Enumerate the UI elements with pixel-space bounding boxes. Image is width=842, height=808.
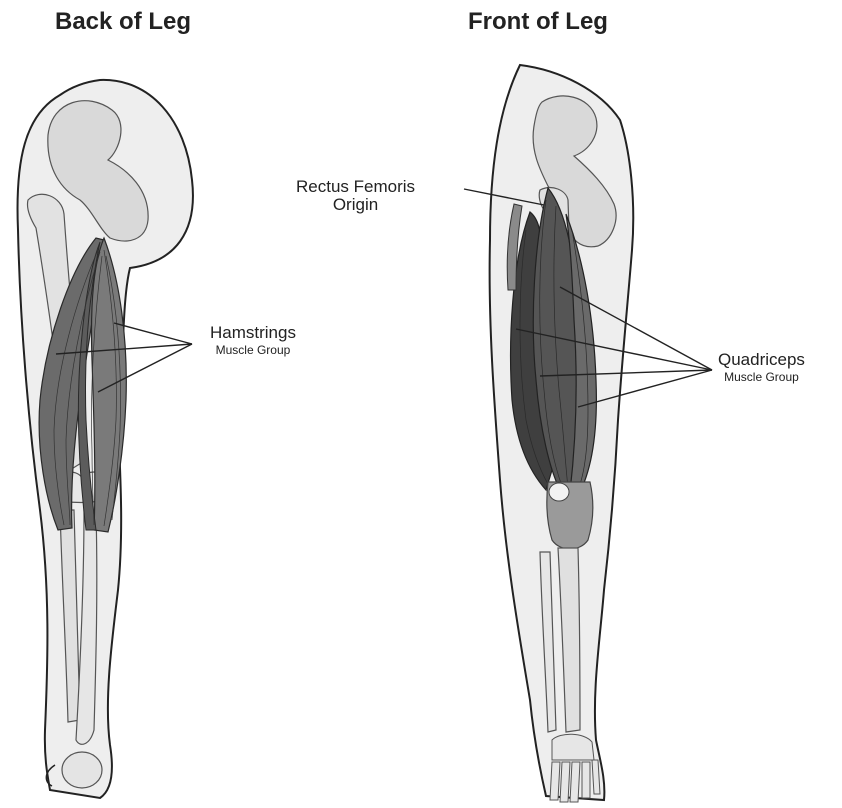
front-leg-figure bbox=[464, 65, 712, 802]
rectus-femoris-label: Rectus Femoris Origin bbox=[296, 178, 415, 214]
quadriceps-label-main: Quadriceps bbox=[718, 351, 805, 369]
rectus-femoris-label-line2: Origin bbox=[296, 196, 415, 214]
quadriceps-label-sub: Muscle Group bbox=[718, 371, 805, 384]
hamstrings-label-sub: Muscle Group bbox=[210, 344, 296, 357]
quadriceps-label: Quadriceps Muscle Group bbox=[718, 351, 805, 383]
back-leg-figure bbox=[17, 80, 192, 798]
hamstrings-label-main: Hamstrings bbox=[210, 324, 296, 342]
hamstrings-label: Hamstrings Muscle Group bbox=[210, 324, 296, 356]
rectus-femoris-label-line1: Rectus Femoris bbox=[296, 178, 415, 196]
back-heel-bone bbox=[62, 752, 102, 788]
patella-bone bbox=[549, 483, 569, 501]
